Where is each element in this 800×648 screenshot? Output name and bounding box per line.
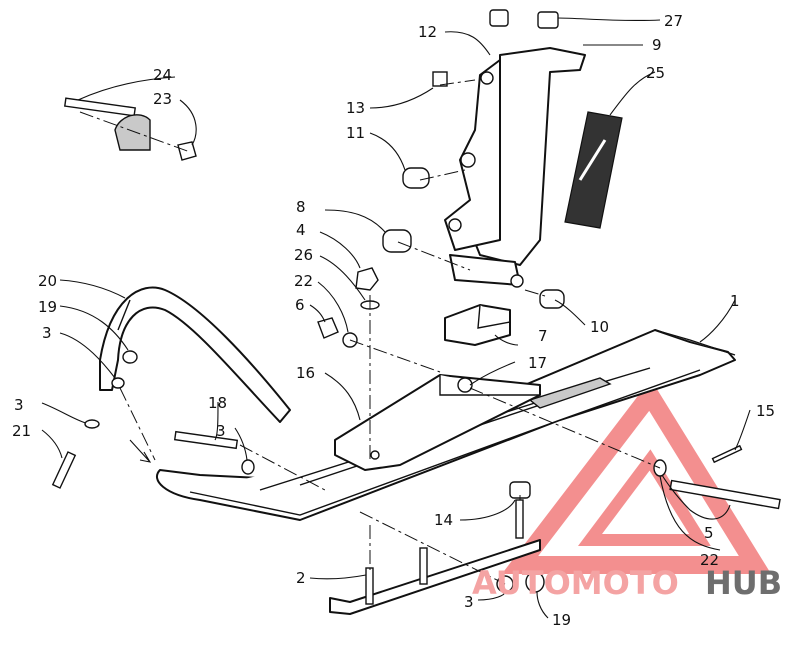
callout-17: 17: [528, 354, 547, 372]
callout-2: 2: [296, 569, 306, 587]
callout-5: 5: [704, 524, 714, 542]
callout-22-upper: 22: [294, 272, 313, 290]
ski-saddle: [334, 374, 541, 471]
bushing-block: [444, 304, 511, 346]
callout-14: 14: [434, 511, 453, 529]
wear-bar: [329, 499, 541, 615]
leader-lines: [41, 17, 751, 619]
callout-9: 9: [652, 36, 662, 54]
callout-19-left: 19: [38, 298, 57, 316]
callout-24: 24: [153, 66, 172, 84]
spindle: [444, 47, 586, 288]
callout-3-left-bottom: 3: [14, 396, 24, 414]
callout-16: 16: [296, 364, 315, 382]
callout-20: 20: [38, 272, 57, 290]
callouts: 1 2 3 3 3 3 4 5 6 7 8 9 10 11 12 13 14 1…: [12, 12, 775, 629]
callout-1: 1: [730, 292, 740, 310]
hardware: [51, 9, 781, 593]
callout-3-left-top: 3: [42, 324, 52, 342]
callout-13: 13: [346, 99, 365, 117]
callout-4: 4: [296, 221, 306, 239]
callout-6: 6: [295, 296, 305, 314]
callout-21: 21: [12, 422, 31, 440]
callout-26: 26: [294, 246, 313, 264]
callout-10: 10: [590, 318, 609, 336]
watermark-hub: HUB: [705, 564, 782, 602]
callout-15: 15: [756, 402, 775, 420]
callout-3-bottom: 3: [464, 593, 474, 611]
callout-11: 11: [346, 124, 365, 142]
watermark-auto: AUTOMOTO: [472, 564, 679, 602]
callout-27: 27: [664, 12, 683, 30]
callout-23: 23: [153, 90, 172, 108]
callout-3-mid: 3: [216, 422, 226, 440]
spindle-decal: [564, 111, 623, 229]
watermark-logo: [501, 379, 772, 574]
callout-19-bottom: 19: [552, 611, 571, 629]
spring-bar: [99, 286, 291, 423]
callout-8: 8: [296, 198, 306, 216]
watermark-text: AUTOMOTO HUB: [472, 564, 782, 602]
callout-7: 7: [538, 327, 548, 345]
callout-25: 25: [646, 64, 665, 82]
callout-18: 18: [208, 394, 227, 412]
callout-12: 12: [418, 23, 437, 41]
assembly-axes: [79, 79, 661, 585]
callout-22-lower: 22: [700, 551, 719, 569]
